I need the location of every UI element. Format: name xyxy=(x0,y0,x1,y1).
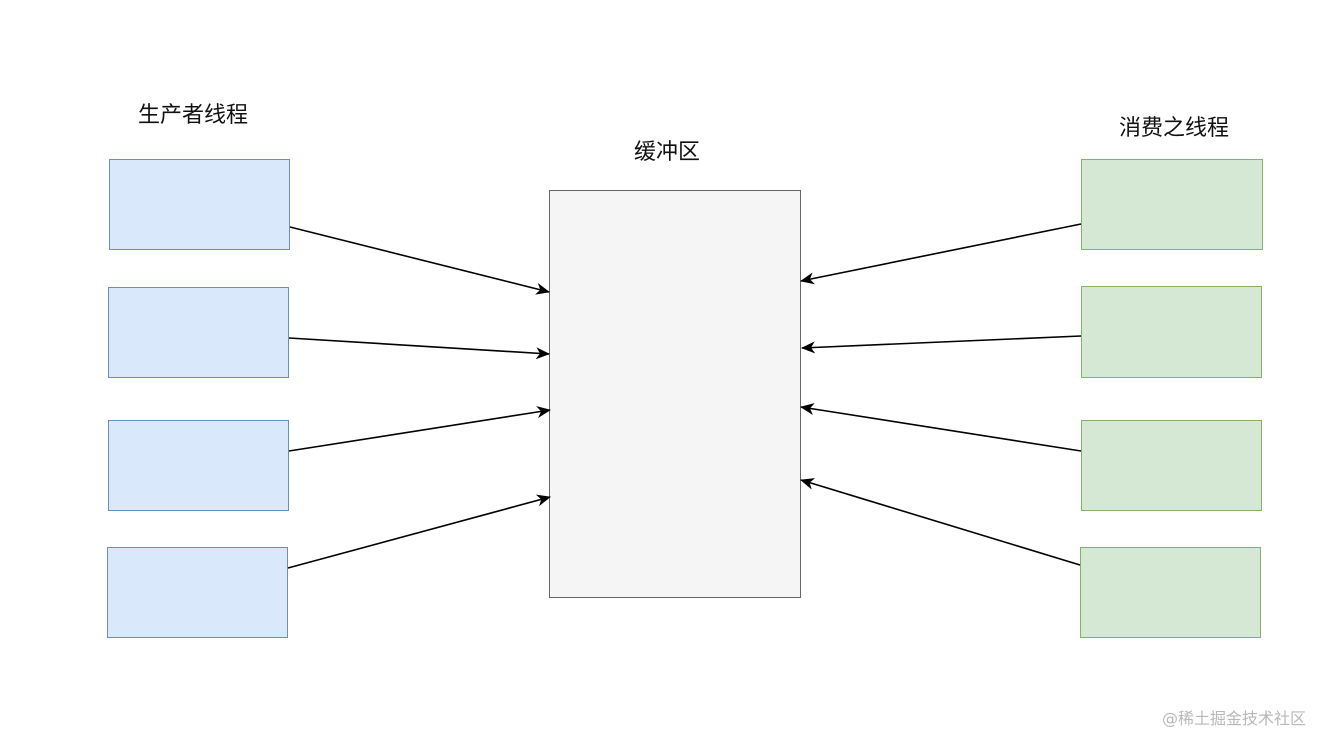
buffer-title: 缓冲区 xyxy=(634,140,701,165)
arrow-producer-3 xyxy=(288,406,551,452)
consumer-box-2[interactable] xyxy=(1081,286,1262,378)
producer-box-1[interactable] xyxy=(109,159,290,250)
producer-box-4[interactable] xyxy=(107,547,288,638)
consumers-title: 消费之线程 xyxy=(1119,116,1230,141)
buffer-box[interactable] xyxy=(549,190,801,598)
arrow-consumer-1 xyxy=(800,223,1082,285)
arrow-producer-1 xyxy=(289,226,550,295)
watermark: @稀土掘金技术社区 xyxy=(1162,709,1307,728)
consumer-box-3[interactable] xyxy=(1081,420,1262,511)
arrow-consumer-3 xyxy=(800,403,1082,452)
arrow-consumer-2 xyxy=(801,335,1082,354)
producer-box-3[interactable] xyxy=(108,420,289,511)
consumer-box-1[interactable] xyxy=(1081,159,1263,250)
producers-title: 生产者线程 xyxy=(138,103,249,128)
producer-box-2[interactable] xyxy=(108,287,289,378)
arrow-producer-2 xyxy=(288,337,550,360)
consumer-box-4[interactable] xyxy=(1080,547,1261,638)
arrow-consumer-4 xyxy=(800,478,1081,566)
arrow-producer-4 xyxy=(287,494,551,569)
